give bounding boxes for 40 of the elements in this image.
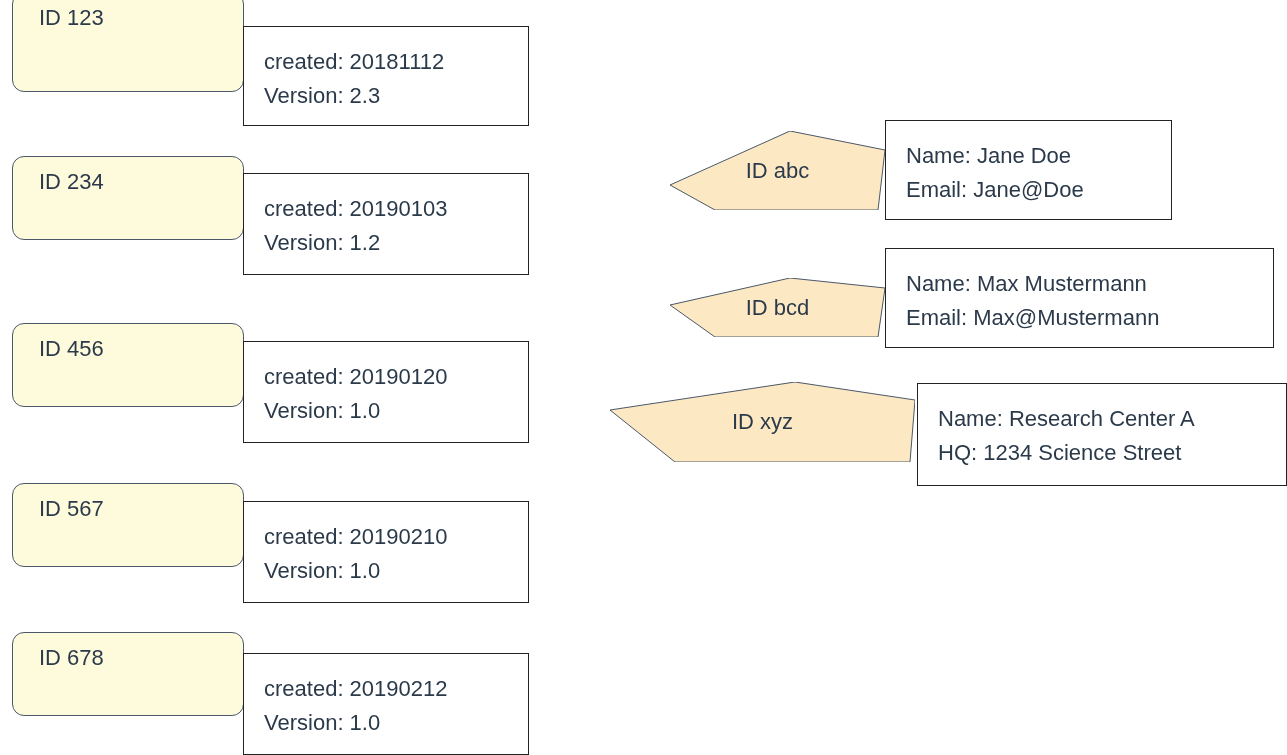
field-text: Name: Jane Doe: [906, 142, 1073, 170]
pentagon-shape: [610, 382, 915, 462]
info-box: [243, 341, 529, 443]
id-label: ID xyz: [731, 409, 794, 435]
field-text: Version: 1.0: [264, 709, 382, 737]
field-text: HQ: 1234 Science Street: [938, 439, 1183, 467]
field-text: created: 20181112: [264, 48, 446, 76]
field-text: Version: 1.0: [264, 397, 382, 425]
id-label: ID 567: [39, 496, 105, 522]
rounded-box: [12, 156, 244, 240]
id-label: ID bcd: [745, 294, 810, 321]
field-text: created: 20190212: [264, 675, 449, 703]
field-text: Name: Research Center A: [938, 405, 1196, 433]
field-text: Version: 1.0: [264, 557, 382, 585]
info-box: [243, 173, 529, 275]
id-label: ID abc: [745, 157, 810, 184]
field-text: Email: Jane@Doe: [906, 176, 1085, 204]
field-text: created: 20190210: [264, 523, 449, 551]
info-box: [243, 26, 529, 126]
field-text: created: 20190103: [264, 195, 449, 223]
rounded-box: [12, 0, 244, 92]
info-box: [885, 248, 1274, 348]
rounded-box: [12, 632, 244, 716]
pentagon-shape: [670, 131, 885, 210]
field-text: Name: Max Mustermann: [906, 270, 1148, 298]
info-box: [243, 653, 529, 755]
id-label: ID 456: [39, 336, 105, 362]
rounded-box: [12, 323, 244, 407]
field-text: created: 20190120: [264, 363, 449, 391]
rounded-box: [12, 483, 244, 567]
id-label: ID 123: [39, 5, 105, 31]
field-text: Version: 2.3: [264, 82, 382, 110]
info-box: [885, 120, 1172, 220]
info-box: [917, 383, 1287, 486]
id-label: ID 678: [39, 645, 105, 671]
id-label: ID 234: [39, 169, 105, 195]
field-text: Version: 1.2: [264, 229, 382, 257]
field-text: Email: Max@Mustermann: [906, 304, 1161, 332]
pentagon-shape: [670, 278, 885, 337]
info-box: [243, 501, 529, 603]
